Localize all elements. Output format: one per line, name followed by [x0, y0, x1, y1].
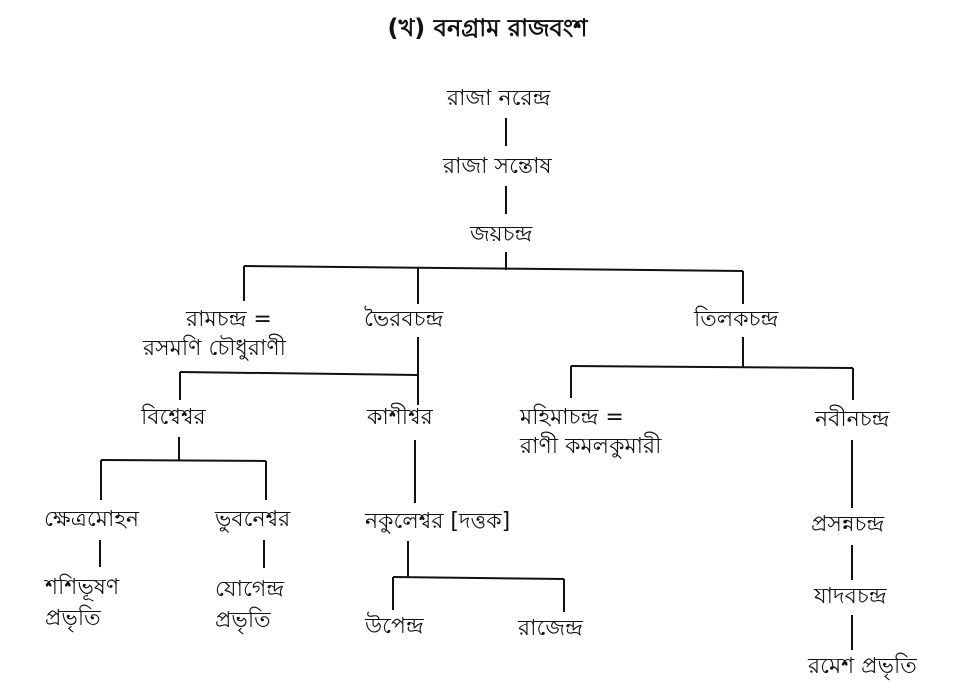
node-mahimachandra-spouse: রাণী কমলকুমারী: [520, 434, 662, 459]
connector: [179, 371, 419, 376]
connector: [392, 576, 565, 580]
node-nabinchandra: নবীনচন্দ্র: [815, 407, 890, 432]
node-prasannachandra: প্রসন্নচন্দ্র: [811, 512, 885, 537]
node-shashibhushan: শশিভূষণ: [45, 575, 120, 600]
connector: [243, 265, 744, 272]
node-nakuleshwar: নকুলেশ্বর [দত্তক]: [365, 509, 511, 534]
node-ramchandra: রামচন্দ্র =: [186, 307, 272, 332]
node-mahimachandra: মহিমাচন্দ্র =: [520, 405, 624, 430]
node-upendra: উপেন্দ্র: [365, 614, 424, 639]
node-jadabchandra: যাদবচন্দ্র: [814, 584, 887, 609]
node-kashishwar: কাশীশ্বর: [367, 405, 433, 430]
node-bhairabchandra: ভৈরবচন্দ্র: [364, 307, 444, 332]
connector: [570, 365, 854, 369]
node-raja-santosh: রাজা সন্তোষ: [443, 154, 552, 179]
node-raja-narendra: রাজা নরেন্দ্র: [447, 86, 551, 111]
node-jogendra-note: প্রভৃতি: [215, 608, 271, 633]
node-rajendra: রাজেন্দ্র: [518, 616, 583, 641]
node-bisheshwar: বিশ্বেশ্বর: [141, 405, 206, 430]
node-shashibhushan-note: প্রভৃতি: [45, 606, 101, 631]
node-jogendra: যোগেন্দ্র: [215, 577, 285, 602]
node-jaychandra: জয়চন্দ্র: [470, 222, 533, 247]
node-ramesh: রমেশ প্রভৃতি: [808, 654, 917, 679]
connector: [100, 459, 267, 462]
diagram-title: (খ) বনগ্রাম রাজবংশ: [387, 14, 588, 42]
node-ramchandra-spouse: রসমণি চৌধুরাণী: [143, 336, 286, 361]
node-kshetramohan: ক্ষেত্রমোহন: [44, 507, 140, 532]
node-bhubaneshwar: ভুবনেশ্বর: [215, 507, 291, 532]
node-tilakchandra: তিলকচন্দ্র: [694, 307, 779, 332]
